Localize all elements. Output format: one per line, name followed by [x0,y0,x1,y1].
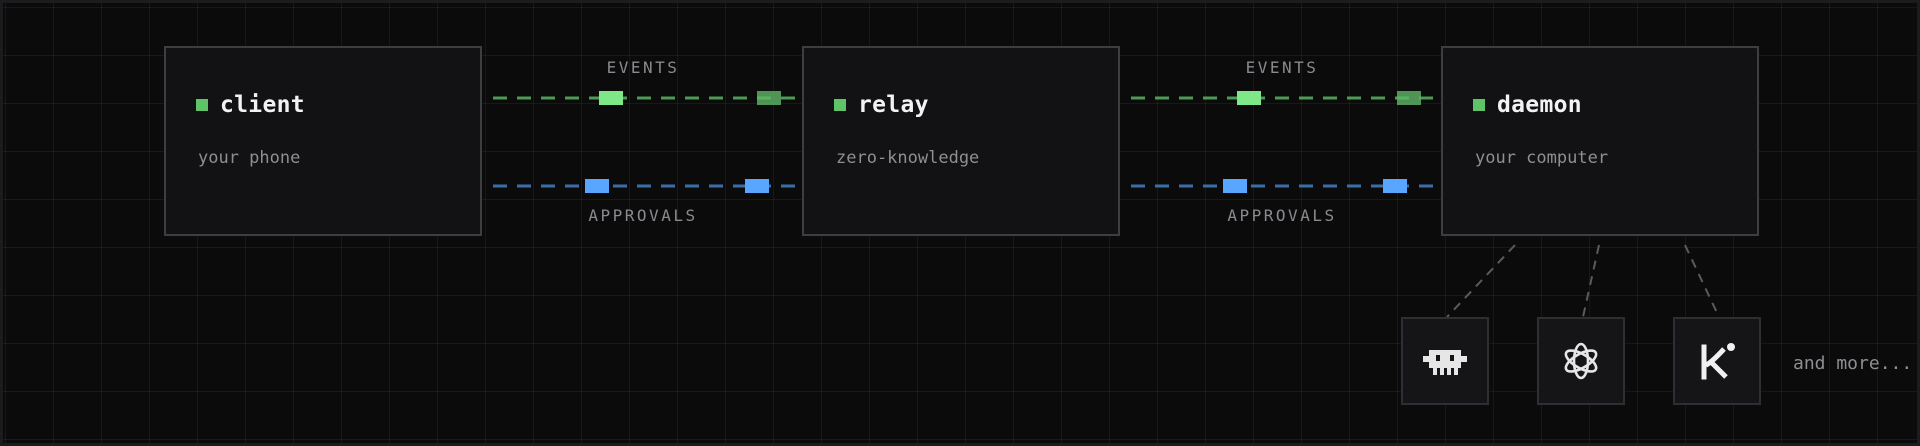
events-packet [1237,91,1261,105]
status-dot [834,99,846,111]
client-node: client your phone [164,46,482,236]
agent-tile-k [1673,317,1761,405]
agent-tile-openai [1537,317,1625,405]
client-node-header: client [196,92,305,118]
daemon-node-subtitle: your computer [1475,148,1609,168]
events-label-right: EVENTS [1245,58,1319,77]
approvals-packet [745,179,769,193]
approvals-label-left: APPROVALS [588,206,698,225]
events-packet [1397,91,1421,105]
approvals-label-right: APPROVALS [1227,206,1337,225]
robot-icon [1423,350,1467,375]
and-more-label: and more... [1793,353,1913,374]
relay-node-title: relay [858,92,929,118]
approvals-packet [1223,179,1247,193]
approvals-packet [1383,179,1407,193]
approvals-packet [585,179,609,193]
relay-node-header: relay [834,92,929,118]
events-packet [757,91,781,105]
events-label-left: EVENTS [606,58,680,77]
client-node-subtitle: your phone [198,148,301,168]
agent-connector-3 [1684,244,1720,318]
k-logo-icon [1701,343,1735,380]
agent-connector-1 [1446,244,1516,318]
relay-node-subtitle: zero-knowledge [836,148,980,168]
daemon-node-title: daemon [1497,92,1582,118]
status-dot [196,99,208,111]
daemon-node: daemon your computer [1441,46,1759,236]
relay-node: relay zero-knowledge [802,46,1120,236]
agent-tile-robot [1401,317,1489,405]
client-node-title: client [220,92,305,118]
connection-lines [493,91,1720,318]
daemon-node-header: daemon [1473,92,1582,118]
agent-connector-2 [1582,244,1600,318]
events-packet [599,91,623,105]
status-dot [1473,99,1485,111]
openai-knot-icon [1564,342,1598,380]
